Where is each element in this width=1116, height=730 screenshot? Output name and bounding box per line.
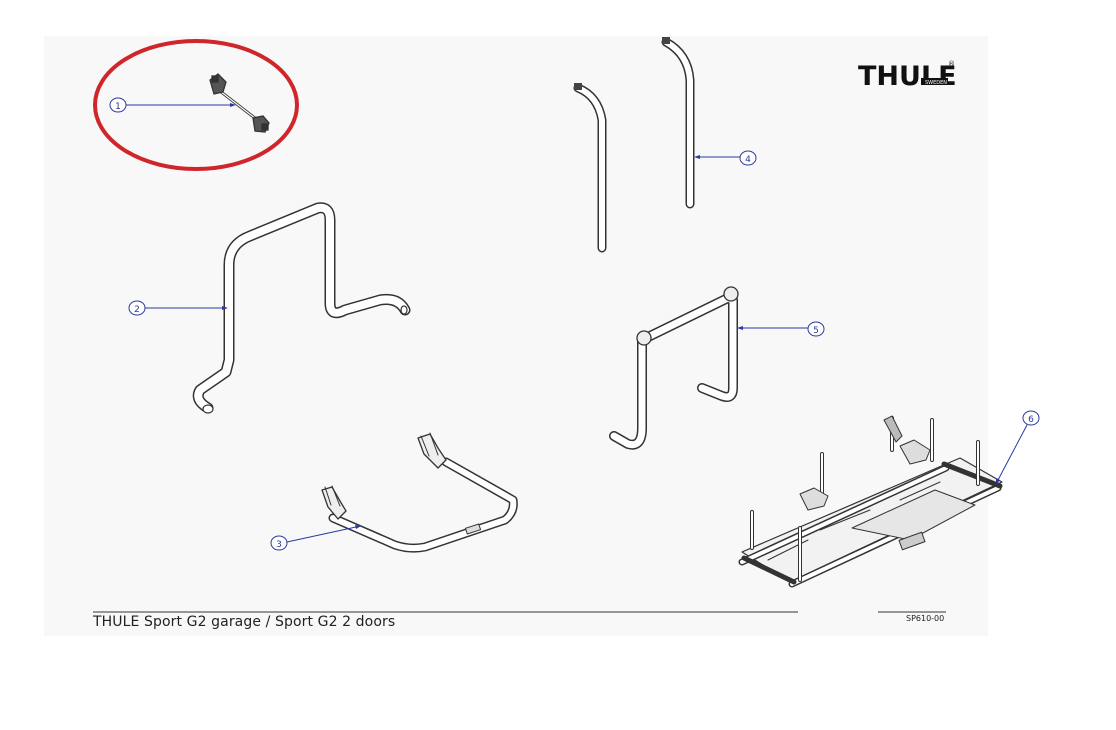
part-5 [609,286,739,450]
part-6 [738,415,1003,588]
part-3 [321,432,518,553]
part-2 [192,202,411,414]
callout-label-5: 5 [813,326,819,336]
part-1 [209,73,270,133]
callout-1: 1 [109,97,236,113]
callout-3: 3 [270,525,361,551]
footer-code: SP610-00 [906,614,945,623]
callout-label-3: 3 [276,540,282,550]
callout-6: 6 [996,410,1040,485]
callout-5: 5 [737,321,825,337]
callout-4: 4 [694,150,757,166]
callout-label-4: 4 [745,155,751,165]
footer-title: THULE Sport G2 garage / Sport G2 2 doors [93,614,396,630]
thule-logo: THULE SWEDEN ® [858,60,957,92]
logo-subtext: SWEDEN [925,80,947,86]
callout-label-2: 2 [134,305,140,315]
callout-2: 2 [128,300,228,316]
callout-label-1: 1 [115,102,121,112]
logo-text: THULE [858,61,957,92]
highlight-ellipse [93,39,299,171]
part-4 [573,37,695,253]
callout-label-6: 6 [1028,415,1034,425]
registered-mark: ® [948,60,955,68]
